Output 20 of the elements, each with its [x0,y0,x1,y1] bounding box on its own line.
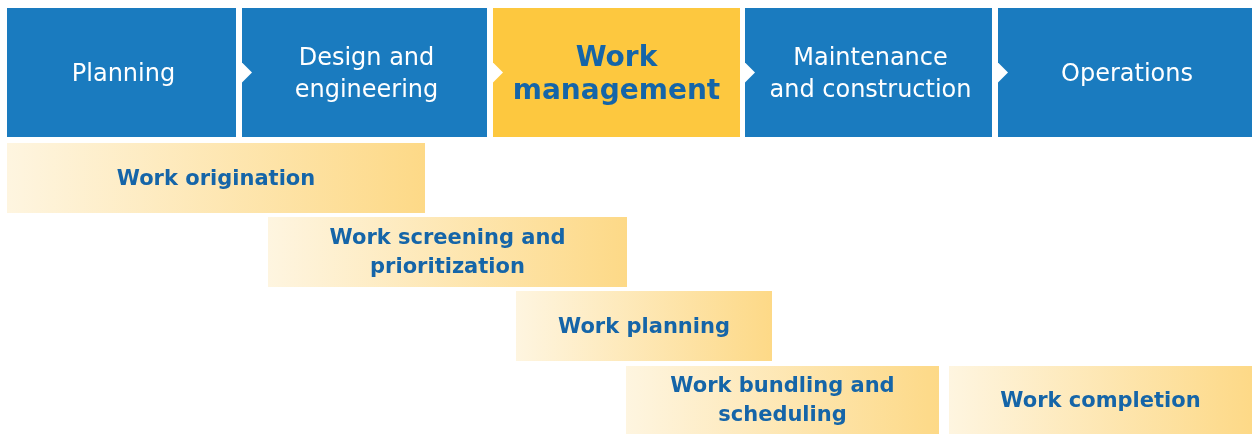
task-bar [268,217,627,287]
stage-label: Work management [511,39,722,106]
stage-label: Operations [1061,57,1193,89]
task-bar [949,366,1252,434]
stage-label: Planning [71,57,176,89]
task-bar [7,143,425,213]
task-label: Work origination [116,164,316,192]
stage-label: Maintenance and construction [768,41,973,105]
stage-box [7,8,236,137]
task-label: Work bundling and scheduling [669,372,896,428]
stage-box [998,8,1252,137]
stage-box [493,8,740,137]
stage-box [745,8,992,137]
task-label: Work planning [558,312,730,340]
task-bar [626,366,939,434]
stage-label: Design and engineering [293,41,440,105]
task-label: Work completion [1000,386,1201,414]
task-bar [516,291,772,361]
task-label: Work screening and prioritization [328,224,567,280]
stage-box [242,8,487,137]
